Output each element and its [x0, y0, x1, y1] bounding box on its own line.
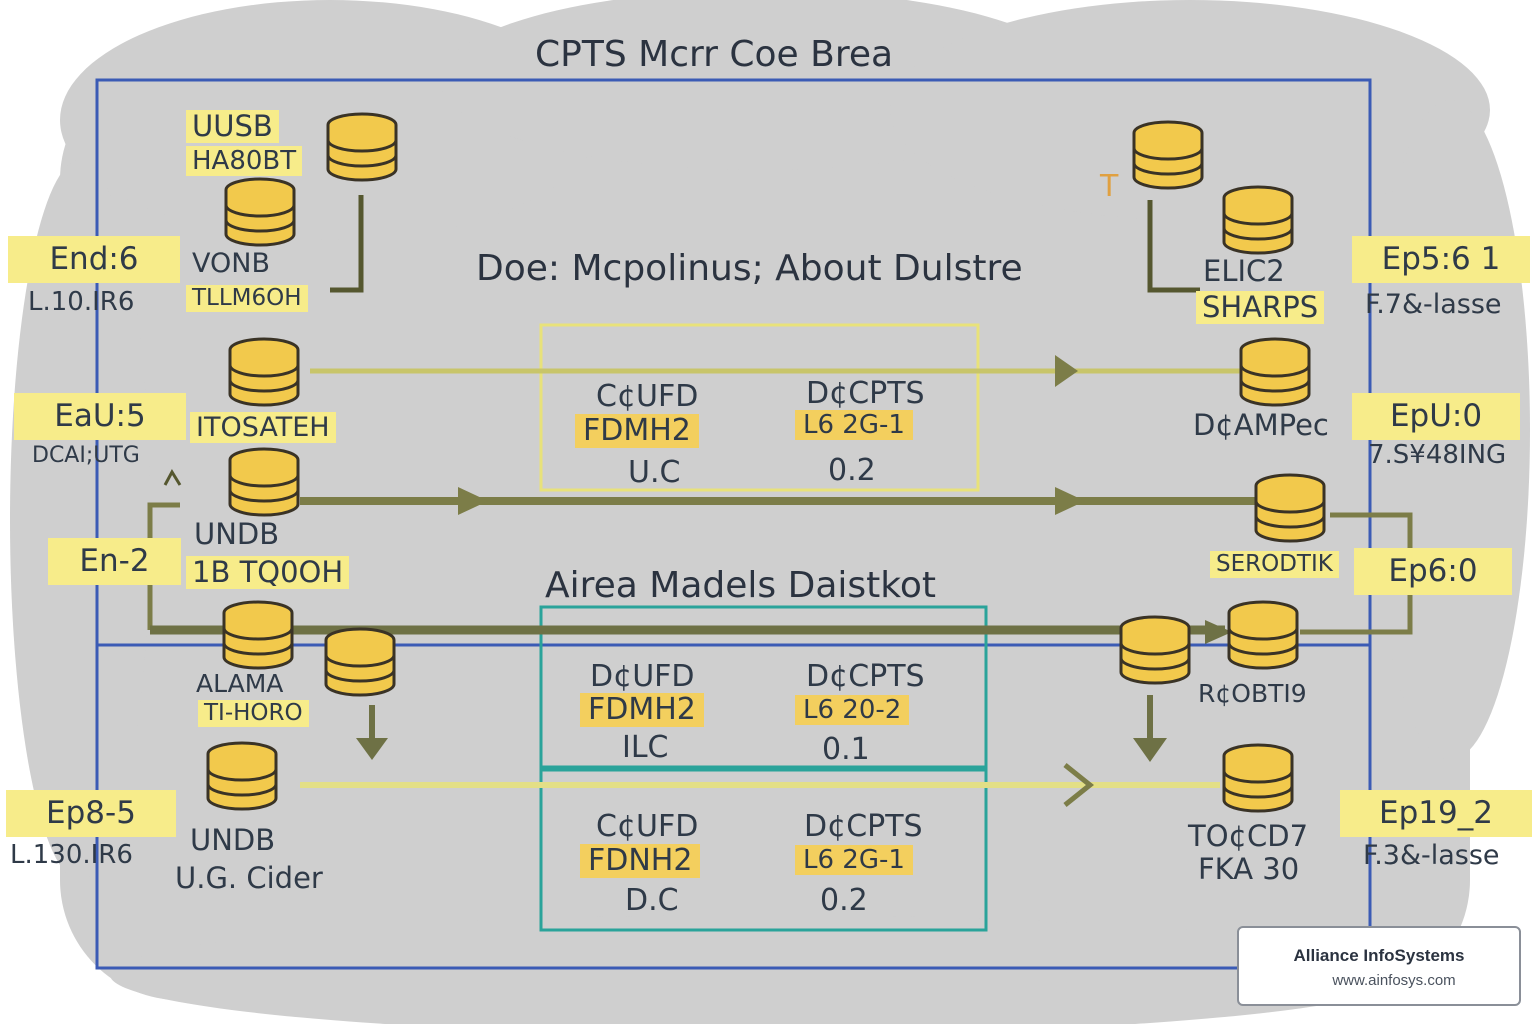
- right-endpoint-2-sub: 7.S¥48ING: [1368, 440, 1507, 470]
- brand-name: Alliance InfoSystems: [1293, 946, 1465, 965]
- box3-col1-row1: C¢UFD: [596, 809, 699, 844]
- box2-col1-row3: ILC: [622, 730, 669, 765]
- right-endpoint-3-label: Ep6:0: [1354, 548, 1512, 595]
- node-tocd-line2: FKA 30: [1198, 852, 1300, 886]
- left-endpoint-4-label: Ep8-5: [6, 790, 176, 837]
- database-icon: [1222, 185, 1294, 255]
- node-undb1-line2: 1B TQ0OH: [186, 556, 350, 589]
- node-ito: ITOSATEH: [190, 412, 336, 443]
- database-icon: [224, 177, 296, 247]
- database-icon: [324, 627, 396, 697]
- arrow-down-icon: [356, 738, 388, 760]
- box1-col1-row1: C¢UFD: [596, 379, 699, 414]
- database-icon: [1119, 615, 1191, 685]
- node-undb1-line1: UNDB: [194, 517, 280, 551]
- right-endpoint-1-label: Ep5:6 1: [1352, 236, 1530, 283]
- right-endpoint-4-label: Ep19_2: [1340, 790, 1532, 837]
- box2-col2-row1: D¢CPTS: [806, 659, 925, 694]
- section-top-title: Doe: Mcpolinus; About Dulstre: [476, 248, 1023, 289]
- arrowheads: [163, 355, 1232, 807]
- node-vonb-line1: VONB: [192, 248, 270, 279]
- node-alama-line1: ALAMA: [196, 669, 284, 698]
- cluster-box-2: [539, 605, 988, 769]
- node-vonb-line2: TLLM6OH: [186, 285, 308, 312]
- cloud-background: [10, 0, 1530, 1024]
- database-icon: [1222, 743, 1294, 813]
- box3-col2-row3: 0.2: [820, 883, 868, 918]
- node-usb-line1: UUSB: [186, 110, 279, 143]
- right-endpoint-4-sub: F.3&-lasse: [1363, 840, 1500, 871]
- box1-col1-row3: U.C: [628, 455, 681, 490]
- box1-col1-row2: FDMH2: [575, 414, 699, 448]
- node-t-marker: T: [1100, 169, 1119, 204]
- left-endpoint-4-sub: L.130.IR6: [10, 840, 133, 870]
- node-usb-line2: HA80BT: [186, 146, 303, 176]
- brand-card: Alliance InfoSystems www.ainfosys.com: [1237, 926, 1521, 1006]
- node-serod: SERODTIK: [1210, 551, 1339, 578]
- box2-col1-row1: D¢UFD: [590, 659, 695, 694]
- node-damp: D¢AMPec: [1193, 408, 1329, 442]
- arrow-right-icon: [1205, 620, 1232, 644]
- box2-col2-row3: 0.1: [822, 732, 870, 767]
- right-endpoint-2-label: EpU:0: [1352, 393, 1520, 440]
- box1-col2-row1: D¢CPTS: [806, 376, 925, 411]
- node-elic-line1: ELIC2: [1203, 254, 1285, 288]
- box3-col1-row2: FDNH2: [580, 844, 701, 878]
- brand-url[interactable]: www.ainfosys.com: [1332, 972, 1456, 989]
- left-endpoint-1-sub: L.10.IR6: [28, 287, 135, 317]
- arrow-right-icon: [1055, 355, 1078, 387]
- arrow-right-icon: [1055, 487, 1085, 515]
- database-icon: [1227, 600, 1299, 670]
- arrow-right-icon: [458, 487, 488, 515]
- box3-col2-row2: L6 2G-1: [795, 845, 913, 875]
- diagram-title: CPTS Mcrr Coe Brea: [535, 34, 894, 75]
- section-mid-title: Airea Madels Daistkot: [545, 565, 936, 606]
- box1-col2-row3: 0.2: [828, 453, 876, 488]
- box3-col2-row1: D¢CPTS: [804, 809, 923, 844]
- database-icon: [1132, 120, 1204, 190]
- database-icon: [326, 112, 398, 182]
- database-icon: [1254, 473, 1326, 543]
- node-alama-line2: TI-HORO: [198, 700, 309, 727]
- database-icon: [1239, 337, 1311, 407]
- node-undb2-line1: UNDB: [190, 823, 276, 857]
- database-icon: [206, 741, 278, 811]
- arrow-down-icon: [1133, 738, 1167, 762]
- database-icon: [228, 447, 300, 517]
- node-elic-line2: SHARPS: [1196, 291, 1325, 324]
- arrow-right-icon: [1063, 763, 1095, 807]
- box2-col2-row2: L6 20-2: [795, 695, 910, 725]
- cluster-box-1: [539, 323, 980, 492]
- node-undb2-line2: U.G. Cider: [175, 861, 323, 895]
- node-ranob: R¢OBTI9: [1198, 679, 1307, 708]
- left-endpoint-2-label: EaU:5: [14, 393, 186, 440]
- left-endpoint-2-sub: DCAI;UTG: [32, 443, 140, 468]
- arrow-up-icon: [163, 468, 182, 486]
- box2-col1-row2: FDMH2: [580, 693, 704, 727]
- left-endpoint-3-label: En-2: [48, 538, 181, 585]
- right-endpoint-1-sub: F.7&-lasse: [1365, 289, 1502, 320]
- box1-col2-row2: L6 2G-1: [795, 410, 913, 440]
- node-tocd-line1: TO¢CD7: [1188, 819, 1309, 853]
- database-icon: [222, 600, 294, 670]
- cluster-box-3: [539, 768, 988, 932]
- box3-col1-row3: D.C: [625, 883, 679, 918]
- left-endpoint-1-label: End:6: [8, 236, 180, 283]
- database-icon: [228, 337, 300, 407]
